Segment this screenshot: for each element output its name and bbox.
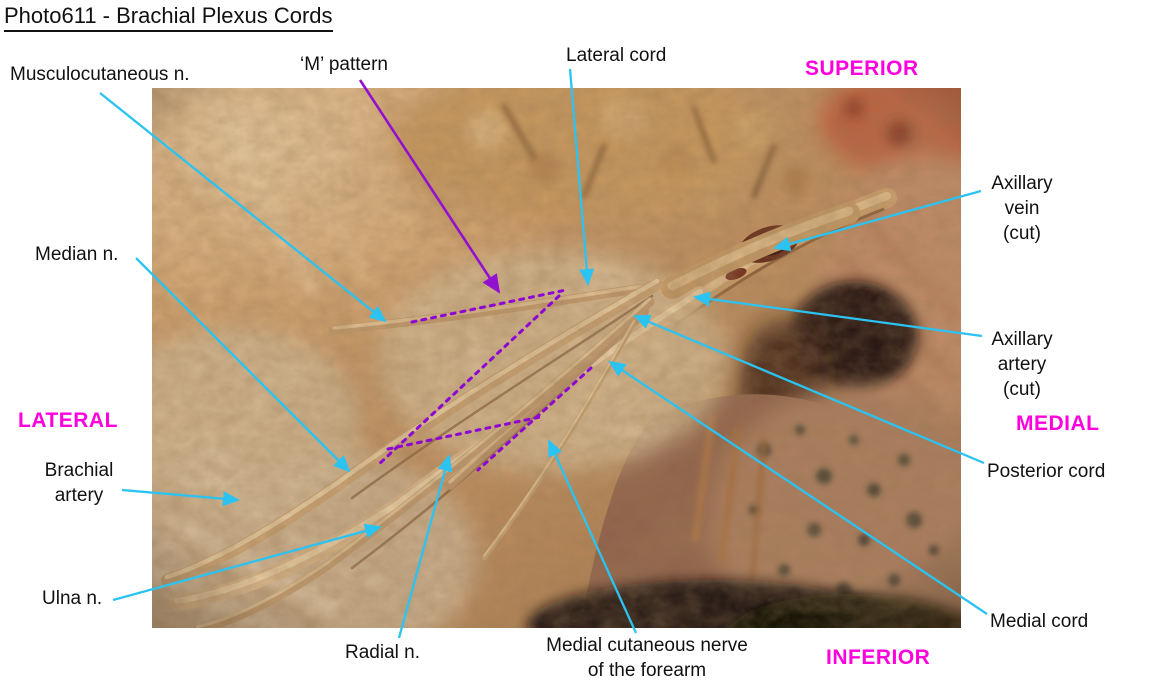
page-title: Photo611 - Brachial Plexus Cords <box>4 3 333 32</box>
dissection-photo-art <box>152 88 961 628</box>
label-axillary-vein: Axillary vein (cut) <box>991 173 1053 244</box>
label-m-pattern: ‘M’ pattern <box>300 54 388 75</box>
label-posterior-cord: Posterior cord <box>987 461 1106 482</box>
label-lateral-cord: Lateral cord <box>566 45 667 66</box>
label-medial-cutaneous-nerve: Medial cutaneous nerve of the forearm <box>546 635 748 681</box>
label-median-n: Median n. <box>35 244 119 265</box>
label-musculocutaneous-n: Musculocutaneous n. <box>10 64 190 85</box>
orientation-medial: MEDIAL <box>1016 412 1100 435</box>
label-brachial-artery: Brachial artery <box>44 460 114 506</box>
label-axillary-artery: Axillary artery (cut) <box>991 329 1053 400</box>
dissection-photo <box>152 88 961 628</box>
orientation-lateral: LATERAL <box>18 409 118 432</box>
label-ulna-n: Ulna n. <box>42 588 103 609</box>
orientation-inferior: INFERIOR <box>826 646 931 669</box>
label-radial-n: Radial n. <box>345 642 420 663</box>
orientation-superior: SUPERIOR <box>805 57 919 80</box>
label-medial-cord: Medial cord <box>990 611 1089 632</box>
